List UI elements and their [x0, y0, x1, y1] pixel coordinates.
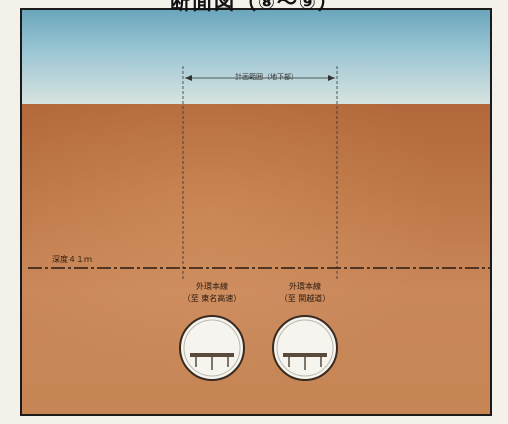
- diagram-title: 断面図（⑧～⑨）: [170, 0, 340, 14]
- tunnel-left-deck: [190, 353, 234, 357]
- tunnel-right-label: 外環本線: [289, 282, 321, 291]
- span-dimension: [182, 66, 338, 280]
- span-label: 計画範囲（地下部）: [235, 73, 298, 81]
- span-arrow-left: [185, 75, 192, 81]
- tunnel-right-deck: [283, 353, 327, 357]
- soil-layer: [22, 104, 490, 414]
- tunnel-right: [272, 315, 338, 381]
- diagram-overlay: [28, 66, 490, 381]
- tunnel-left-lining: [183, 319, 241, 377]
- tunnel-left-label: 外環本線: [196, 282, 228, 291]
- tunnel-left-ring: [179, 315, 245, 381]
- cross-section-frame: 計画範囲（地下部） 深度４１ｍ 外環本線 （至 東名高速） 外環本線 （至 関越…: [20, 8, 492, 416]
- tunnel-right-lining: [276, 319, 334, 377]
- tunnel-left: [179, 315, 245, 381]
- tunnel-right-destination: （至 関越道）: [279, 294, 331, 303]
- depth-label: 深度４１ｍ: [52, 255, 92, 264]
- sky-layer: [22, 10, 490, 104]
- span-arrow-right: [328, 75, 335, 81]
- tunnel-right-ring: [272, 315, 338, 381]
- title-background: [0, 0, 508, 8]
- tunnel-left-destination: （至 東名高速）: [182, 294, 242, 303]
